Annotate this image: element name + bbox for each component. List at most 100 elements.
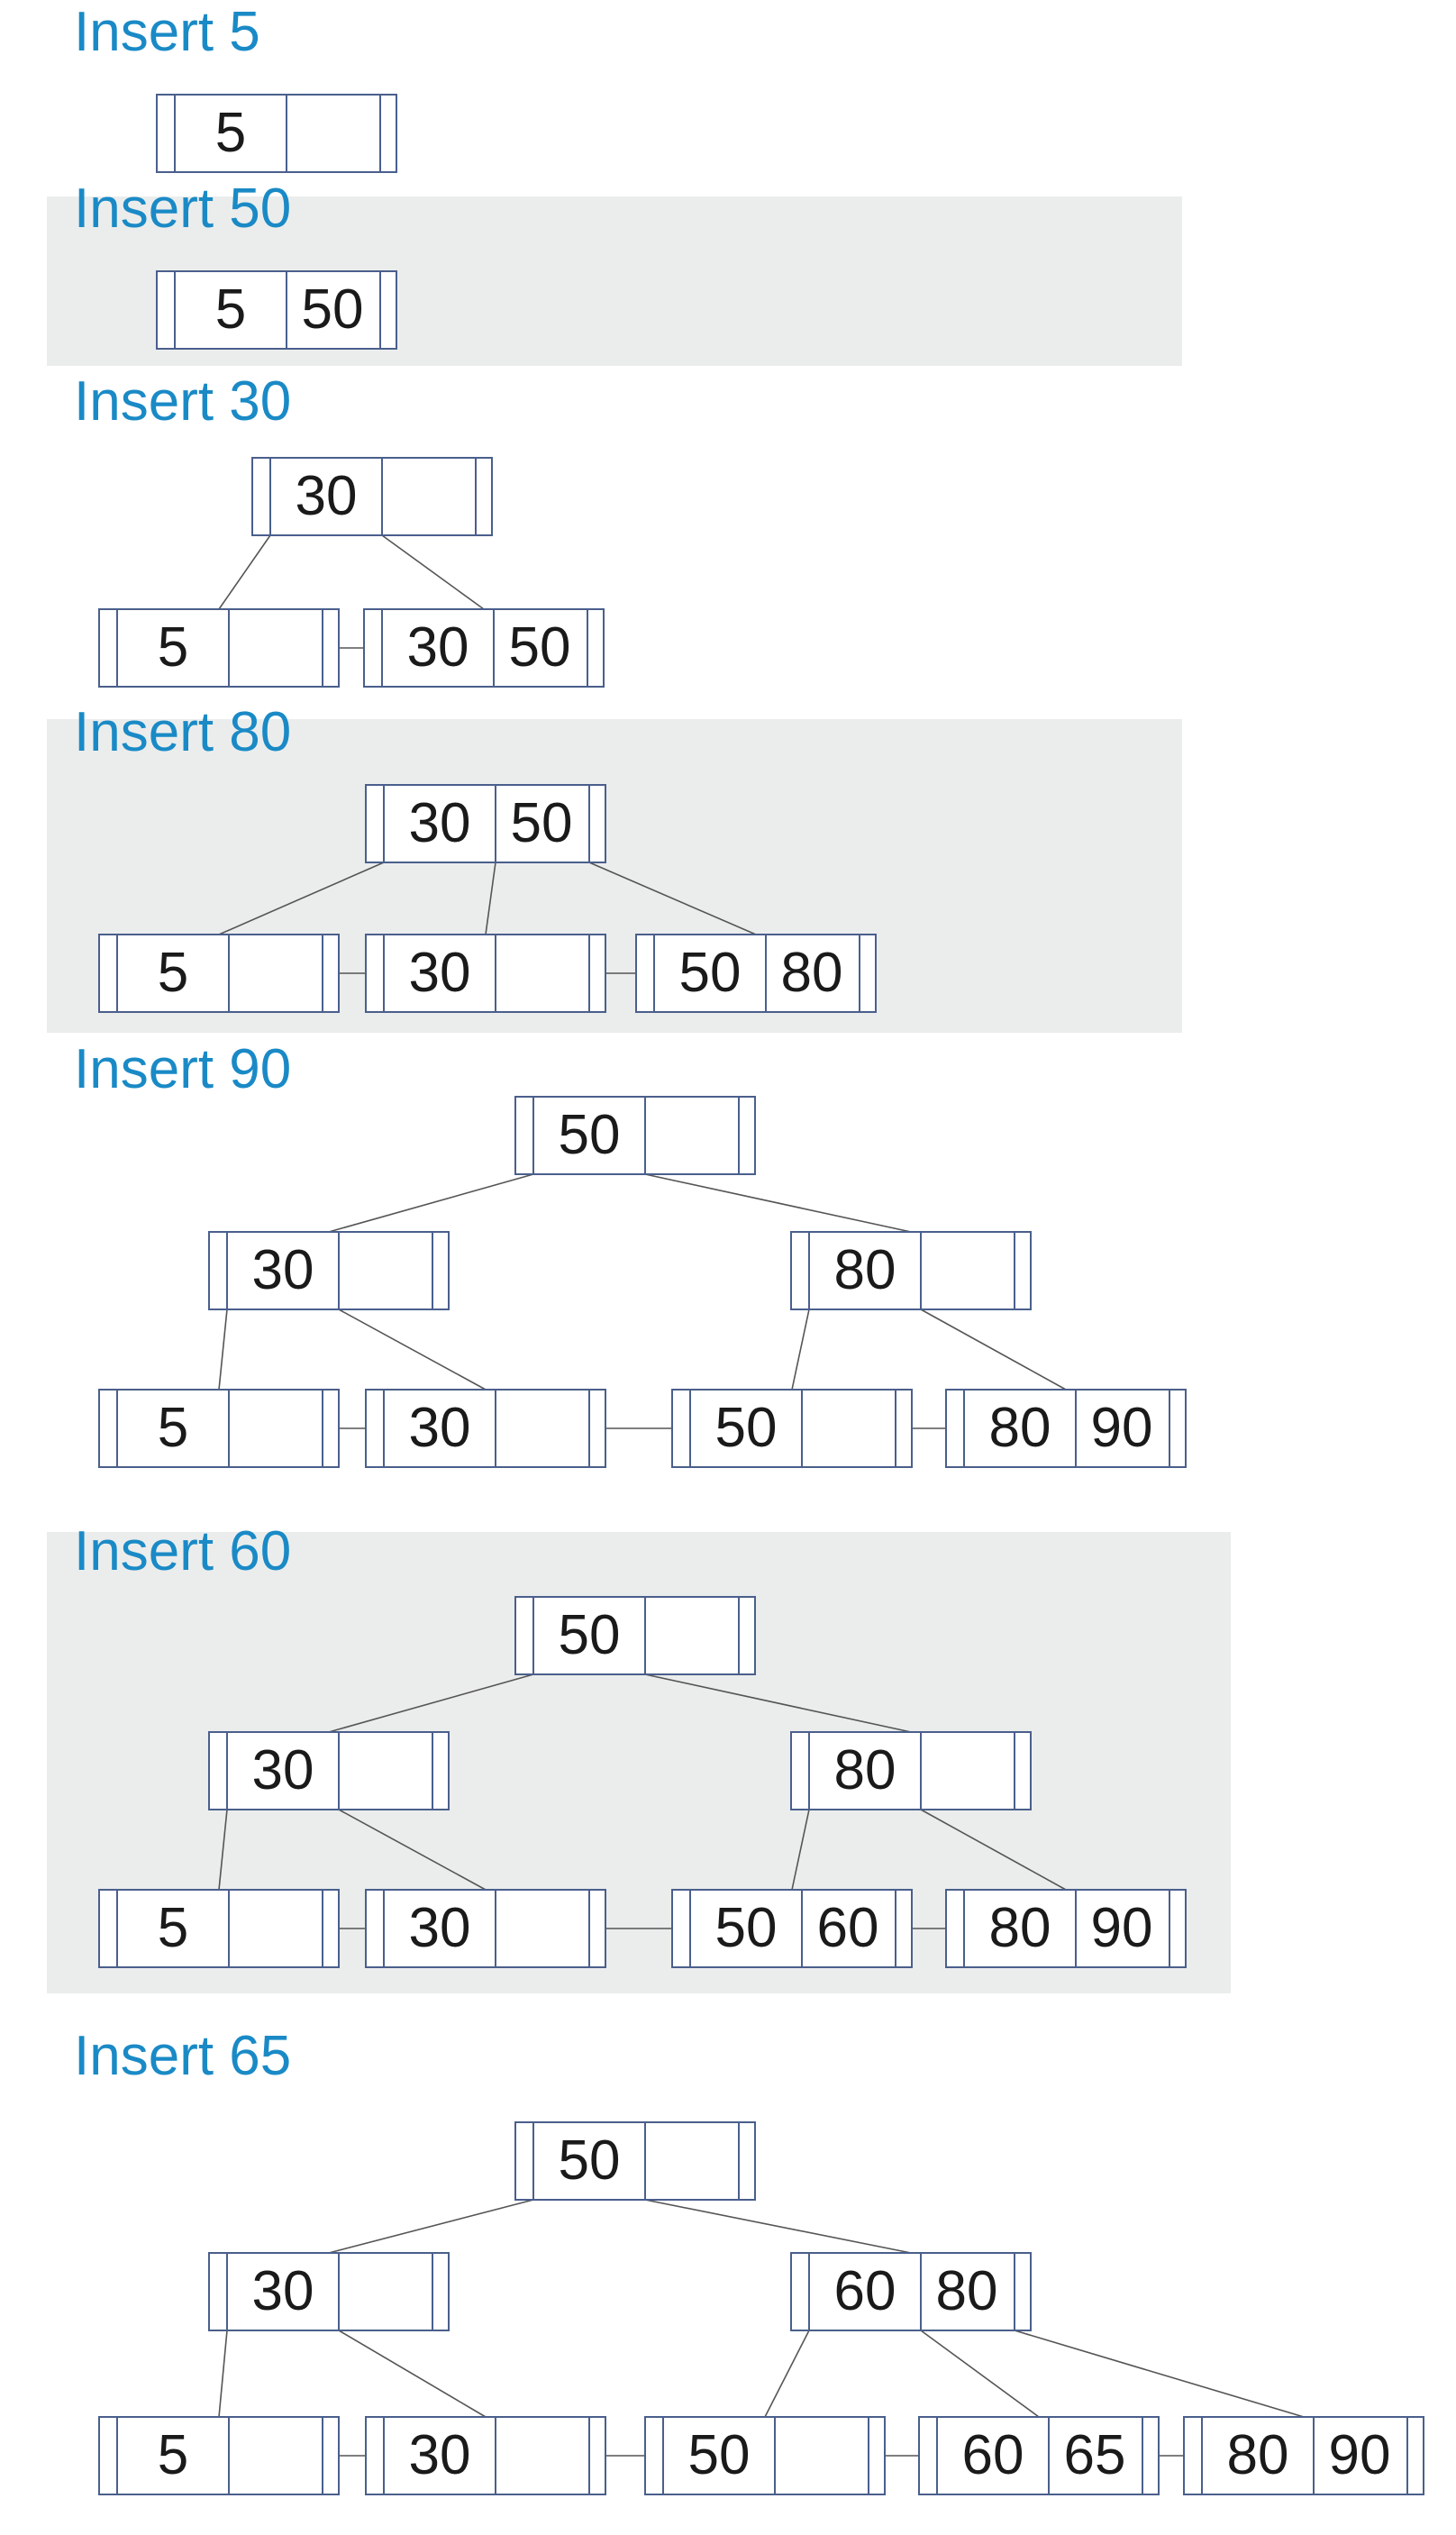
node-box: [671, 1889, 913, 1968]
tree-node-l0: 5: [98, 2416, 340, 2495]
node-key: 5: [158, 2424, 188, 2486]
node-box: [251, 457, 493, 536]
tree-edge: [338, 1309, 487, 1391]
tree-node-l2: 50 80: [635, 934, 877, 1013]
tree-edge: [920, 1309, 1067, 1391]
node-key: 30: [409, 2424, 471, 2486]
tree-edge: [218, 534, 271, 610]
node-key: 30: [409, 942, 471, 1004]
node-key: 30: [252, 2260, 314, 2322]
node-key: 5: [158, 1397, 188, 1459]
node-key: 50: [509, 616, 571, 679]
tree-edge: [644, 2199, 912, 2254]
node-key: 50: [679, 942, 742, 1004]
node-key: 60: [962, 2424, 1024, 2486]
node-key: 50: [559, 1104, 621, 1166]
node-box: [365, 934, 606, 1013]
tree-edge: [218, 1809, 228, 1891]
step-title: Insert 65: [74, 2025, 291, 2087]
node-key: 30: [409, 1897, 471, 1959]
node-key: 50: [715, 1397, 778, 1459]
insert-step-0: Insert 55: [74, 1, 397, 173]
node-key: 80: [936, 2260, 998, 2322]
node-key: 30: [296, 465, 358, 527]
tree-edge: [644, 1673, 912, 1733]
tree-node-n0: 5: [156, 94, 397, 173]
node-box: [945, 1889, 1187, 1968]
tree-edge: [338, 1809, 487, 1891]
node-box: [365, 1889, 606, 1968]
node-key: 90: [1091, 1897, 1153, 1959]
tree-edge: [218, 862, 385, 935]
tree-edge: [218, 2330, 228, 2418]
tree-node-root: 50: [514, 2121, 756, 2201]
tree-node-l1: 30: [365, 934, 606, 1013]
node-key: 30: [252, 1239, 314, 1301]
node-box: [208, 1731, 450, 1810]
tree-node-l1: 30: [365, 1889, 606, 1968]
tree-edge: [920, 1809, 1067, 1891]
tree-edge: [338, 2330, 487, 2418]
node-box: [945, 1389, 1187, 1468]
tree-node-root: 30: [251, 457, 493, 536]
step-title: Insert 90: [74, 1038, 291, 1100]
tree-node-root: 50: [514, 1096, 756, 1175]
node-key: 65: [1064, 2424, 1126, 2486]
node-box: [156, 270, 397, 350]
node-key: 80: [834, 1739, 896, 1801]
tree-edge: [328, 2199, 534, 2254]
node-box: [365, 1389, 606, 1468]
tree-node-root: 30 50: [365, 784, 606, 863]
node-key: 30: [409, 792, 471, 854]
node-key: 80: [781, 942, 843, 1004]
tree-edge: [381, 534, 485, 610]
node-key: 50: [688, 2424, 751, 2486]
node-box: [671, 1389, 913, 1468]
tree-node-i0: 30: [208, 1231, 450, 1310]
tree-edge: [218, 1309, 228, 1391]
node-key: 50: [511, 792, 573, 854]
node-key: 30: [252, 1739, 314, 1801]
step-title: Insert 50: [74, 178, 291, 240]
tree-node-l1: 30: [365, 1389, 606, 1468]
node-box: [918, 2416, 1160, 2495]
tree-node-l2: 50: [644, 2416, 886, 2495]
tree-node-i0: 30: [208, 1731, 450, 1810]
node-box: [363, 608, 605, 688]
tree-edge: [328, 1173, 534, 1233]
node-key: 60: [817, 1897, 879, 1959]
node-key: 5: [158, 1897, 188, 1959]
node-box: [365, 2416, 606, 2495]
step-title: Insert 60: [74, 1520, 291, 1582]
tree-edge: [1014, 2330, 1305, 2418]
node-box: [635, 934, 877, 1013]
node-box: [1183, 2416, 1424, 2495]
tree-node-l1: 30: [365, 2416, 606, 2495]
node-box: [98, 608, 340, 688]
node-key: 90: [1329, 2424, 1391, 2486]
tree-node-l3: 60 65: [918, 2416, 1160, 2495]
node-key: 80: [989, 1897, 1051, 1959]
node-box: [514, 2121, 756, 2201]
node-key: 50: [715, 1897, 778, 1959]
tree-node-i1: 80: [790, 1731, 1032, 1810]
node-key: 50: [559, 2129, 621, 2192]
tree-edge: [644, 1173, 912, 1233]
tree-node-i0: 30: [208, 2252, 450, 2331]
node-key: 5: [158, 616, 188, 679]
node-key: 80: [989, 1397, 1051, 1459]
tree-node-l2: 50: [671, 1389, 913, 1468]
node-box: [514, 1596, 756, 1675]
tree-edge: [328, 1673, 534, 1733]
tree-node-l0: 5: [98, 934, 340, 1013]
node-box: [98, 1889, 340, 1968]
tree-edge: [791, 1809, 810, 1891]
node-box: [790, 1731, 1032, 1810]
